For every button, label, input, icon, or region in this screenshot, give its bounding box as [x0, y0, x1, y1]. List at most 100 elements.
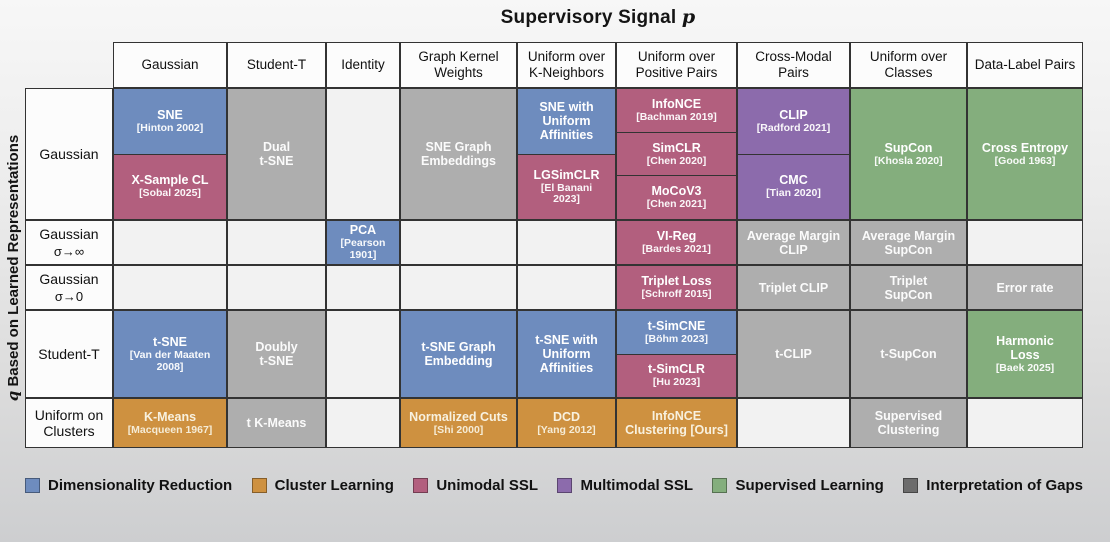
title-text: Supervisory Signal: [500, 7, 677, 28]
method-entry: Average Margin SupCon: [851, 221, 966, 264]
legend-label: Dimensionality Reduction: [48, 476, 233, 494]
matrix-cell: Supervised Clustering: [850, 398, 967, 448]
empty-cell: [967, 220, 1083, 265]
method-entry: t-SupCon: [851, 311, 966, 397]
matrix-cell: t-SNE with Uniform Affinities: [517, 310, 616, 398]
empty-cell: [517, 265, 616, 310]
method-name: t-SupCon: [880, 347, 937, 361]
method-entry: t-SNE Graph Embedding: [401, 311, 516, 397]
legend-swatch: [903, 477, 919, 493]
method-name: CLIP: [779, 107, 808, 122]
method-entry: Doubly t-SNE: [228, 311, 325, 397]
method-name: K-Means: [143, 409, 197, 424]
matrix-cell: Doubly t-SNE: [227, 310, 326, 398]
method-entry: SimCLR[Chen 2020]: [617, 131, 736, 176]
matrix-cell: Average Margin SupCon: [850, 220, 967, 265]
method-entry: SNE[Hinton 2002]: [114, 89, 226, 154]
legend-label: Cluster Learning: [274, 476, 394, 494]
legend-label: Supervised Learning: [735, 476, 884, 494]
method-entry: Dual t-SNE: [228, 89, 325, 219]
legend-swatch: [413, 477, 429, 493]
method-entry: t-SimCNE[Böhm 2023]: [617, 311, 736, 354]
method-name: X-Sample CL: [131, 173, 209, 188]
method-entry: SNE Graph Embeddings: [401, 89, 516, 219]
method-entry: Supervised Clustering: [851, 399, 966, 447]
method-name: PCA: [349, 223, 377, 238]
row-header-label: Gaussian: [39, 226, 99, 243]
matrix-cell: Cross Entropy[Good 1963]: [967, 88, 1083, 220]
method-name: Triplet SupCon: [884, 273, 933, 302]
row-header-label: Gaussian: [39, 145, 99, 162]
method-name: VI-Reg: [656, 229, 697, 244]
method-entry: SupCon[Khosla 2020]: [851, 89, 966, 219]
legend-label: Multimodal SSL: [580, 476, 693, 494]
method-citation: [Tian 2020]: [766, 187, 821, 200]
y-axis-label: q Based on Learned Representations: [4, 135, 22, 401]
method-citation: [Böhm 2023]: [644, 332, 708, 345]
matrix-cell: Normalized Cuts[Shi 2000]: [400, 398, 517, 448]
matrix-cell: t-SupCon: [850, 310, 967, 398]
empty-cell: [113, 265, 227, 310]
method-entry: Triplet SupCon: [851, 266, 966, 309]
matrix-cell: SNE[Hinton 2002]X-Sample CL[Sobal 2025]: [113, 88, 227, 220]
method-name: SNE with Uniform Affinities: [539, 100, 594, 143]
column-header-9: Data-Label Pairs: [967, 42, 1083, 88]
matrix-cell: InfoNCE Clustering [Ours]: [616, 398, 737, 448]
legend-swatch: [251, 477, 267, 493]
matrix-cell: PCA[Pearson 1901]: [326, 220, 400, 265]
row-header-sublabel: σ→0: [54, 288, 84, 304]
method-name: t K-Means: [246, 416, 307, 430]
empty-cell: [737, 398, 850, 448]
empty-cell: [227, 265, 326, 310]
method-entry: t-SNE with Uniform Affinities: [518, 311, 615, 397]
matrix-cell: t-SNE[Van der Maaten 2008]: [113, 310, 227, 398]
matrix-cell: VI-Reg[Bardes 2021]: [616, 220, 737, 265]
column-header-4: Graph Kernel Weights: [400, 42, 517, 88]
method-name: SimCLR: [652, 140, 701, 155]
method-entry: InfoNCE[Bachman 2019]: [617, 89, 736, 132]
method-name: Triplet Loss: [641, 274, 712, 289]
legend-swatch: [557, 477, 573, 493]
matrix-cell: Dual t-SNE: [227, 88, 326, 220]
matrix-cell: SNE Graph Embeddings: [400, 88, 517, 220]
legend-item-1: Dimensionality Reduction: [25, 477, 232, 494]
matrix-corner: [25, 42, 113, 88]
method-name: Average Margin SupCon: [861, 228, 956, 257]
method-name: SNE: [157, 107, 183, 122]
method-name: t-SNE: [152, 334, 188, 349]
method-name: t-SNE Graph Embedding: [421, 340, 496, 368]
method-citation: [Radford 2021]: [756, 121, 831, 134]
row-header-sublabel: σ→∞: [53, 243, 85, 259]
empty-cell: [517, 220, 616, 265]
method-citation: [Khosla 2020]: [874, 154, 943, 167]
legend-item-3: Unimodal SSL: [413, 477, 538, 494]
method-name: SupCon: [884, 140, 933, 155]
method-entry: CLIP[Radford 2021]: [738, 89, 849, 154]
method-name: InfoNCE: [651, 97, 702, 112]
method-entry: Normalized Cuts[Shi 2000]: [401, 399, 516, 447]
method-citation: [Bardes 2021]: [642, 243, 711, 256]
column-header-2: Student-T: [227, 42, 326, 88]
method-entry: t K-Means: [228, 399, 325, 447]
method-entry: K-Means[Macqueen 1967]: [114, 399, 226, 447]
empty-cell: [967, 398, 1083, 448]
method-name: Supervised Clustering: [874, 409, 943, 437]
matrix-cell: t-SimCNE[Böhm 2023]t-SimCLR[Hu 2023]: [616, 310, 737, 398]
column-header-5: Uniform over K-Neighbors: [517, 42, 616, 88]
method-citation: [Chen 2020]: [646, 154, 707, 167]
matrix-cell: CLIP[Radford 2021]CMC[Tian 2020]: [737, 88, 850, 220]
matrix-cell: Error rate: [967, 265, 1083, 310]
method-entry: MoCoV3[Chen 2021]: [617, 175, 736, 219]
matrix-cell: Average Margin CLIP: [737, 220, 850, 265]
legend-swatch: [712, 477, 728, 493]
method-entry: InfoNCE Clustering [Ours]: [617, 399, 736, 447]
method-name: Normalized Cuts: [409, 409, 508, 424]
method-name: MoCoV3: [651, 184, 702, 199]
method-entry: X-Sample CL[Sobal 2025]: [114, 153, 226, 219]
method-name: DCD: [552, 409, 581, 424]
method-name: InfoNCE Clustering [Ours]: [625, 409, 728, 437]
method-name: t-SimCNE: [647, 318, 706, 333]
